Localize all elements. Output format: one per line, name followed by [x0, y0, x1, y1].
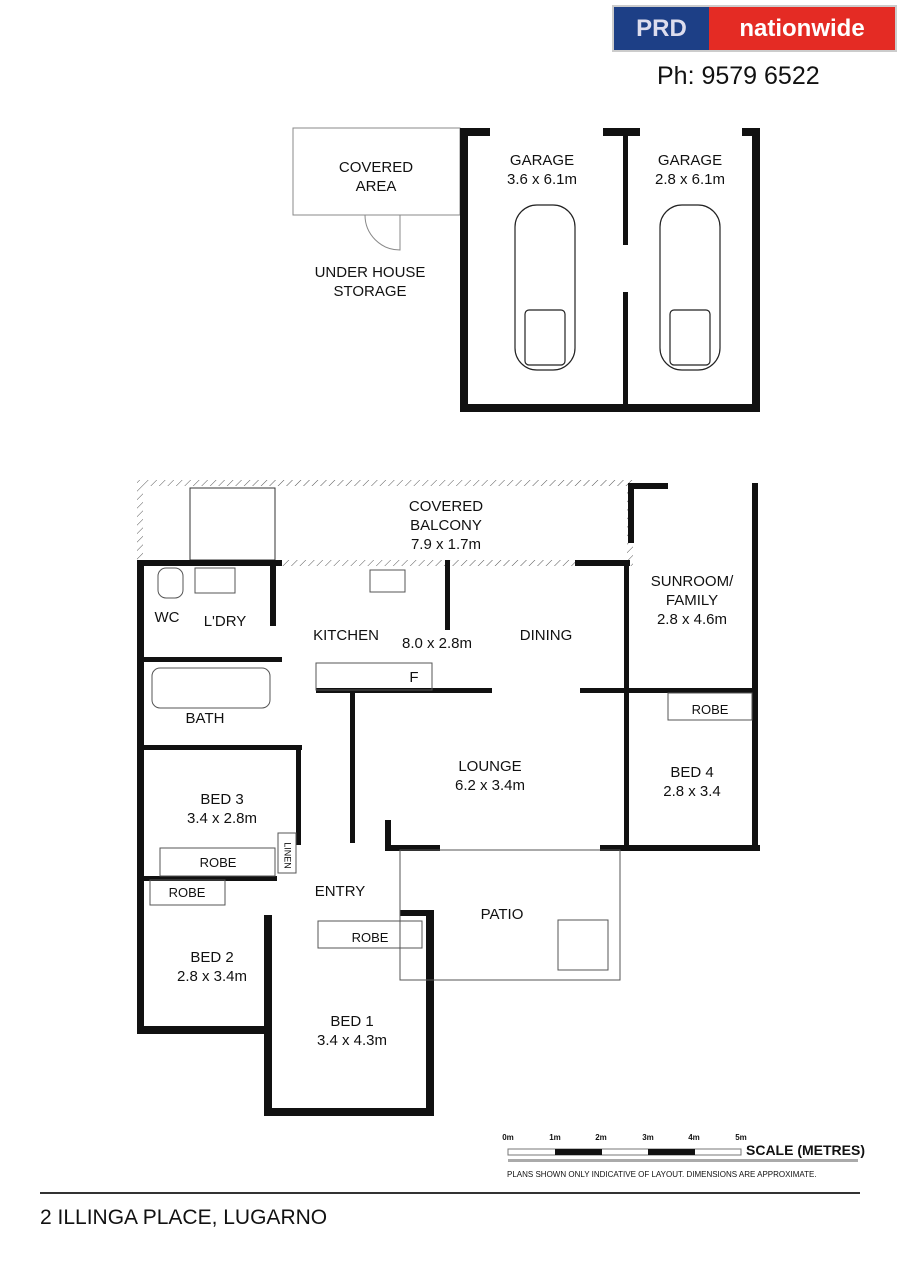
scale-title: SCALE (METRES) [746, 1142, 865, 1158]
entry-label: ENTRY [314, 883, 366, 900]
phone-number: Ph: 9579 6522 [657, 62, 820, 90]
robe-bed1-label: ROBE [351, 930, 389, 945]
scale-tick: 0m [502, 1133, 514, 1142]
under-house-storage-label: UNDER HOUSE STORAGE [314, 264, 426, 300]
prd-nationwide-logo: PRD nationwide [612, 5, 897, 52]
stairs [189, 487, 276, 561]
bath-label: BATH [185, 710, 225, 727]
garage-walls [460, 128, 760, 412]
logo-nationwide: nationwide [709, 7, 895, 50]
fridge-label: F [409, 669, 419, 686]
scale-graphic [507, 1148, 858, 1162]
scale-tick: 1m [549, 1133, 561, 1142]
kitchen-size-label: 8.0 x 2.8m [401, 635, 473, 652]
robe-bed4-label: ROBE [691, 702, 729, 717]
scale-tick: 2m [595, 1133, 607, 1142]
balcony-rail [137, 480, 633, 566]
scale-tick: 5m [735, 1133, 747, 1142]
robe-bed3-label: ROBE [199, 855, 237, 870]
covered-area-label: COVERED AREA [338, 159, 414, 195]
car-icons [514, 204, 721, 371]
footer-divider [40, 1192, 860, 1194]
kitchen-label: KITCHEN [313, 627, 379, 644]
fixtures [149, 567, 753, 981]
patio-label: PATIO [480, 906, 524, 923]
logo-prd: PRD [614, 7, 709, 50]
laundry-label: L'DRY [203, 613, 247, 630]
property-address: 2 ILLINGA PLACE, LUGARNO [40, 1206, 328, 1229]
robe-bed2-label: ROBE [168, 885, 206, 900]
linen-label: LINEN [282, 842, 293, 869]
scale-tick: 4m [688, 1133, 700, 1142]
disclaimer: PLANS SHOWN ONLY INDICATIVE OF LAYOUT. D… [507, 1170, 817, 1179]
scale-tick: 3m [642, 1133, 654, 1142]
wc-label: WC [154, 609, 180, 626]
dining-label: DINING [519, 627, 573, 644]
